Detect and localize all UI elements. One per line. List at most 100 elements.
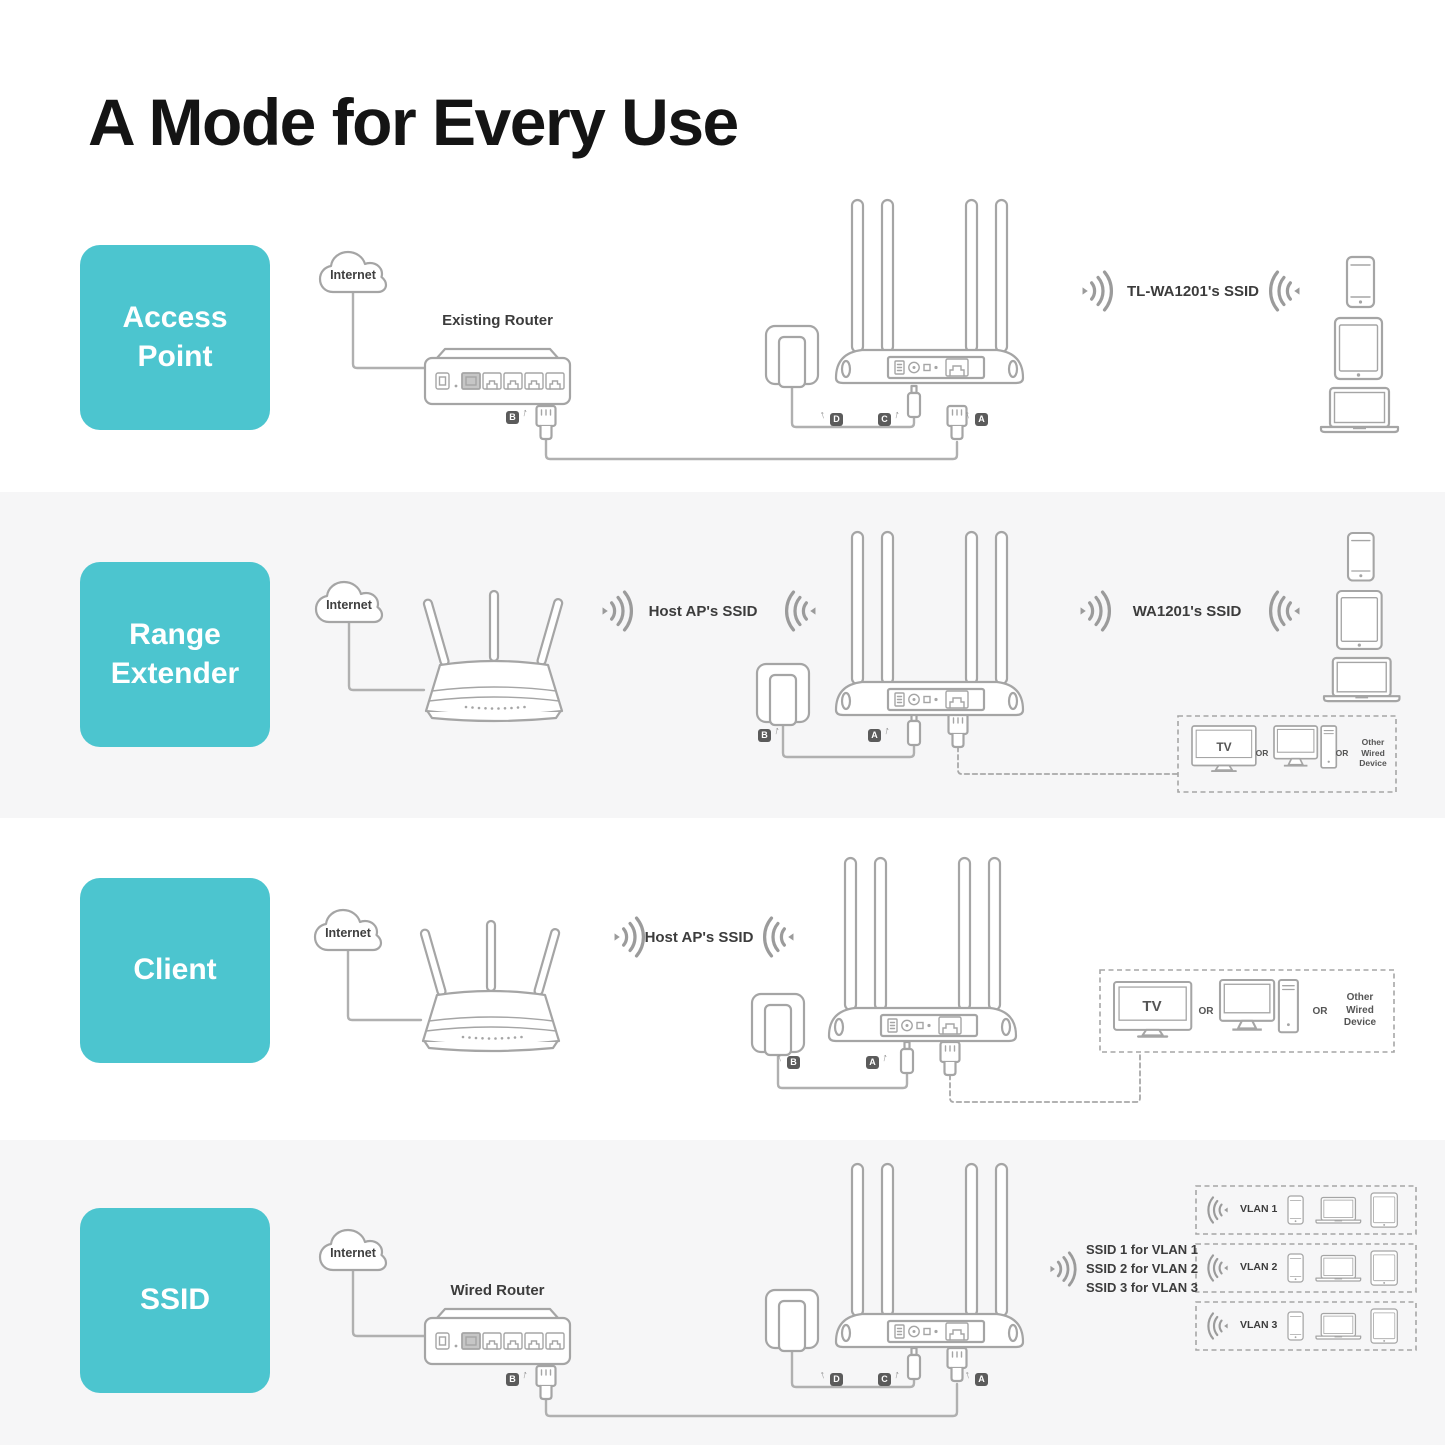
- row-access-point-art: [318, 198, 1400, 461]
- host-router-icon: [418, 919, 562, 1053]
- wifi-emit-icon: [1049, 1251, 1077, 1287]
- wired-router-icon: [423, 1307, 572, 1366]
- mode-badge-label: Range Extender: [110, 618, 240, 690]
- power-outlet-icon: [750, 992, 806, 1057]
- port-step-a: A: [866, 1056, 879, 1069]
- or-label: OR: [1312, 1006, 1328, 1017]
- row-range-extender-art: [314, 530, 1401, 793]
- host-ssid-label: Host AP's SSID: [644, 929, 754, 946]
- other-wired-device-label: Other Wired Device: [1343, 992, 1377, 1028]
- power-plug-icon: [906, 712, 922, 747]
- wifi-receive-icon: [1207, 1196, 1229, 1224]
- power-outlet-icon: [764, 1288, 820, 1353]
- vlan3-devices: [1207, 1308, 1398, 1344]
- or-label: OR: [1335, 748, 1349, 758]
- tv-label: TV: [1142, 998, 1162, 1015]
- phone-icon: [1287, 1195, 1304, 1225]
- page-title: A Mode for Every Use: [88, 85, 739, 159]
- mode-badge-access-point: Access Point: [80, 245, 270, 430]
- tablet-icon: [1370, 1192, 1398, 1228]
- wired-device-box: [1177, 715, 1397, 793]
- vlan1-devices: [1207, 1192, 1398, 1228]
- laptop-icon: [1319, 386, 1400, 434]
- vlan1-label: VLAN 1: [1240, 1203, 1278, 1215]
- tablet-icon: [1335, 589, 1383, 650]
- ssid-line: SSID 2 for VLAN 2: [1086, 1261, 1198, 1276]
- tablet-icon: [1370, 1308, 1398, 1344]
- wa1201-extender-icon: [834, 530, 1025, 717]
- wifi-emit-icon: [1080, 270, 1114, 312]
- row-client-art: [313, 856, 1395, 1103]
- vlan3-label: VLAN 3: [1240, 1319, 1278, 1331]
- wifi-receive-icon: [1268, 590, 1302, 632]
- power-plug-icon: [899, 1040, 915, 1075]
- ssid-line: SSID 1 for VLAN 1: [1086, 1242, 1198, 1257]
- port-step-b: B: [506, 1373, 519, 1386]
- laptop-icon: [1315, 1196, 1362, 1224]
- port-step-d: D: [830, 413, 843, 426]
- port-step-a: A: [975, 1373, 988, 1386]
- port-step-b: B: [506, 411, 519, 424]
- wired-router-label: Wired Router: [450, 1282, 545, 1299]
- mode-badge-label: SSID: [139, 1283, 211, 1317]
- phone-icon: [1287, 1253, 1304, 1283]
- desktop-computer-icon: [1218, 978, 1299, 1034]
- vlan2-devices: [1207, 1250, 1398, 1286]
- laptop-icon: [1315, 1312, 1362, 1340]
- power-outlet-icon: [764, 324, 820, 389]
- ethernet-plug-icon: [535, 1364, 557, 1401]
- port-step-d: D: [830, 1373, 843, 1386]
- tv-label: TV: [1216, 740, 1232, 754]
- phone-icon: [1346, 531, 1375, 582]
- vlan3-box: [1195, 1301, 1417, 1351]
- ethernet-plug-icon: [939, 1040, 961, 1077]
- vlan2-box: [1195, 1243, 1417, 1293]
- wifi-receive-icon: [784, 590, 818, 632]
- mode-badge-ssid: SSID: [80, 1208, 270, 1393]
- row-ssid-art: [318, 1162, 1417, 1418]
- ethernet-plug-icon: [947, 712, 969, 749]
- wifi-receive-icon: [1207, 1312, 1229, 1340]
- vlan1-box: [1195, 1185, 1417, 1235]
- port-step-c: C: [878, 413, 891, 426]
- wa1201-client-icon: [827, 856, 1018, 1043]
- port-step-c: C: [878, 1373, 891, 1386]
- wa1201-multi-ssid-icon: [834, 1162, 1025, 1349]
- ssid-label: TL-WA1201's SSID: [1127, 283, 1259, 300]
- ssid-label: WA1201's SSID: [1132, 603, 1242, 620]
- or-label: OR: [1198, 1006, 1214, 1017]
- internet-label: Internet: [330, 268, 376, 282]
- wifi-receive-icon: [1207, 1254, 1229, 1282]
- or-label: OR: [1255, 748, 1269, 758]
- port-step-b: B: [787, 1056, 800, 1069]
- ethernet-plug-icon: [946, 1346, 968, 1383]
- vlan-ssid-list: SSID 1 for VLAN 1 SSID 2 for VLAN 2 SSID…: [1086, 1240, 1198, 1297]
- tl-wa1201-access-point-icon: [834, 198, 1025, 385]
- existing-router-label: Existing Router: [442, 312, 553, 329]
- wifi-emit-icon: [600, 590, 634, 632]
- tablet-icon: [1333, 316, 1384, 381]
- power-plug-icon: [906, 384, 922, 419]
- host-ssid-label: Host AP's SSID: [648, 603, 758, 620]
- laptop-icon: [1315, 1254, 1362, 1282]
- other-wired-device-label: Other Wired Device: [1359, 737, 1387, 768]
- power-outlet-icon: [755, 662, 811, 727]
- ssid-line: SSID 3 for VLAN 3: [1086, 1280, 1198, 1295]
- internet-label: Internet: [330, 1246, 376, 1260]
- phone-icon: [1287, 1311, 1304, 1341]
- internet-label: Internet: [325, 926, 371, 940]
- port-step-a: A: [975, 413, 988, 426]
- power-plug-icon: [906, 1346, 922, 1381]
- wifi-receive-icon: [1268, 270, 1302, 312]
- mode-badge-label: Client: [133, 953, 217, 987]
- ethernet-plug-icon: [535, 404, 557, 441]
- port-step-b: B: [758, 729, 771, 742]
- tablet-icon: [1370, 1250, 1398, 1286]
- wifi-emit-icon: [1078, 590, 1112, 632]
- vlan2-label: VLAN 2: [1240, 1261, 1278, 1273]
- host-router-icon: [421, 589, 565, 723]
- laptop-icon: [1322, 656, 1401, 703]
- mode-badge-client: Client: [80, 878, 270, 1063]
- mode-badge-label: Access Point: [122, 301, 228, 373]
